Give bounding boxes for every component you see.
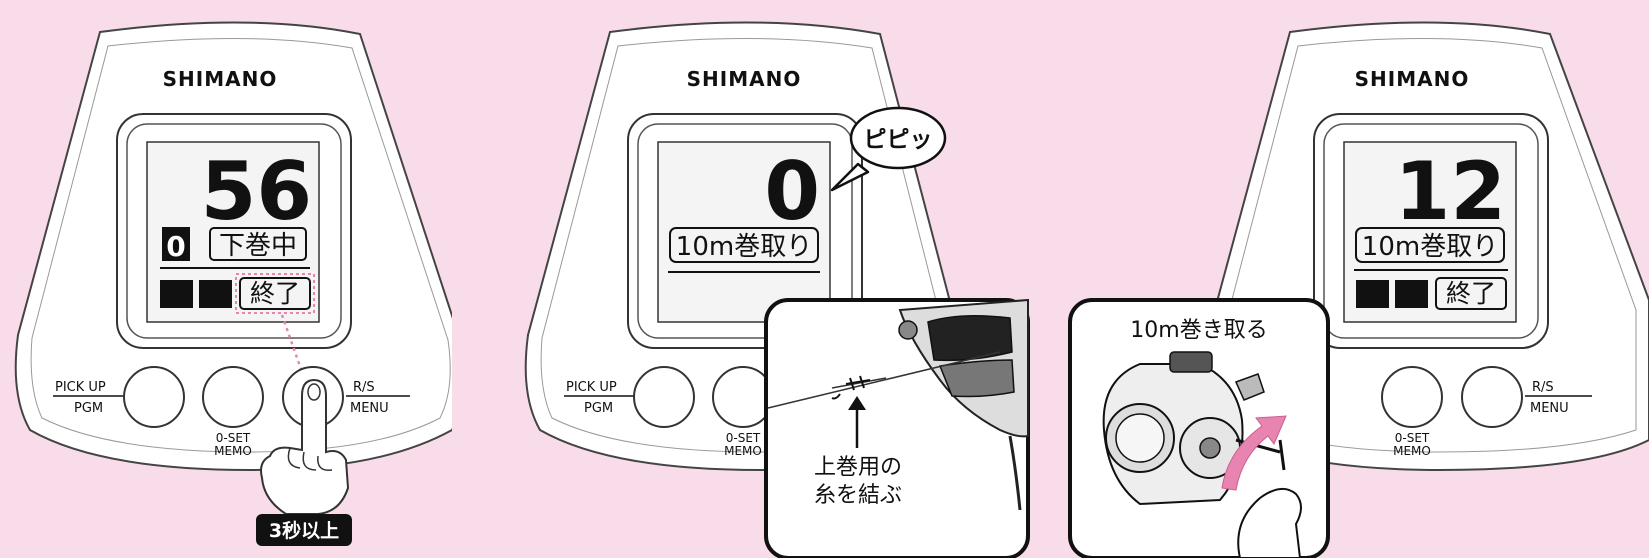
status-box (209, 227, 307, 261)
menu-label: MENU (1530, 401, 1569, 416)
line-counter: 56 (201, 145, 312, 238)
brand-logo: SHIMANO (687, 67, 802, 91)
segment-block-2 (1395, 280, 1428, 308)
brand-logo: SHIMANO (1355, 67, 1470, 91)
oset-button[interactable] (202, 366, 264, 428)
action-text: 終了 (250, 279, 300, 308)
pickup-label: PICK UP (566, 380, 617, 395)
pickup-label: PICK UP (55, 380, 106, 395)
segment-block-1 (160, 280, 193, 308)
memo-label: MEMO (724, 444, 762, 458)
finger-icon (260, 378, 350, 515)
status-text: 下巻中 (219, 231, 297, 261)
mode-box (162, 227, 190, 261)
knot-icon (831, 375, 871, 400)
beep-bubble-text: ピピッ (864, 127, 933, 153)
segment-block-2 (199, 280, 232, 308)
inset-wind-10m (1068, 298, 1330, 558)
oset-button[interactable] (1381, 366, 1443, 428)
oset-label: 0-SET (216, 431, 251, 445)
oset-label: 0-SET (1395, 431, 1430, 445)
hand-icon (1237, 487, 1302, 558)
hold-badge (256, 514, 352, 546)
lcd-screen (657, 141, 831, 323)
action-box (239, 277, 311, 310)
status-box (669, 227, 819, 263)
beep-bubble-tail (830, 162, 870, 192)
inset-tie-line (764, 298, 1030, 558)
action-box (1435, 277, 1507, 310)
hold-badge-text: 3秒以上 (269, 519, 339, 542)
rs-button[interactable] (1461, 366, 1523, 428)
highlight-pointer (280, 314, 304, 373)
brand-logo: SHIMANO (163, 67, 278, 91)
pgm-label: PGM (74, 401, 103, 416)
rs-label: R/S (353, 380, 375, 395)
reel-icon (1102, 351, 1286, 506)
fishing-line (767, 351, 1001, 409)
oset-label: 0-SET (726, 431, 761, 445)
rs-label: R/S (1532, 380, 1554, 395)
beep-bubble (849, 106, 947, 170)
rotate-arrow-icon (1221, 415, 1287, 491)
pickup-button[interactable] (633, 366, 695, 428)
segment-block-1 (1356, 280, 1389, 308)
memo-label: MEMO (214, 444, 252, 458)
action-highlight (235, 273, 315, 314)
menu-label: MENU (350, 401, 389, 416)
pickup-button[interactable] (123, 366, 185, 428)
mode-box-label: 0 (166, 230, 185, 263)
line-counter: 12 (1395, 145, 1506, 238)
memo-label: MEMO (1393, 444, 1431, 458)
inset-caption: 10m巻き取る (1130, 318, 1267, 343)
status-box (1355, 227, 1505, 263)
status-text: 10m巻取り (676, 232, 812, 262)
inset-caption-line1: 上巻用の (814, 455, 902, 480)
line-counter: 0 (764, 145, 820, 238)
action-text: 終了 (1446, 279, 1496, 308)
status-text: 10m巻取り (1362, 232, 1498, 262)
inset-caption-line2: 糸を結ぶ (814, 483, 902, 508)
pgm-label: PGM (584, 401, 613, 416)
